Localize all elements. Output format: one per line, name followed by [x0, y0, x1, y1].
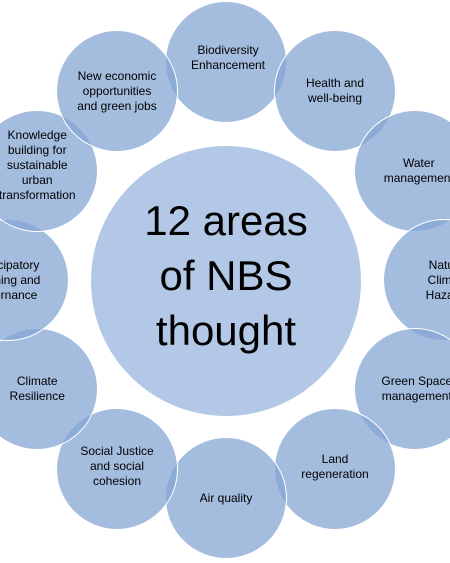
area-label: Knowledge building for sustainable urban…	[0, 127, 76, 202]
area-label: Natural Climate Hazards	[425, 257, 450, 302]
area-label: Air quality	[199, 490, 253, 505]
area-circle	[353, 328, 450, 450]
area-label: Climate Resilience	[9, 374, 65, 403]
area-circle	[0, 328, 99, 450]
area-label: Water management	[383, 156, 450, 185]
area-label: Green Space management	[381, 374, 450, 403]
area-label: Social Justice and social cohesion	[80, 444, 154, 489]
area-circle	[274, 407, 396, 530]
area-circle	[56, 30, 178, 153]
area-label: New economic opportunities and green job…	[77, 68, 157, 113]
area-circle	[165, 437, 287, 559]
area-label: Land regeneration	[301, 451, 369, 481]
area-label: Health and well-being	[305, 76, 365, 106]
area-circle	[353, 110, 450, 232]
center-title: 12 areas of NBS thought	[144, 197, 308, 354]
area-label: Participatory planning and governance	[0, 257, 41, 302]
area-label: Biodiversity Enhancement	[190, 43, 266, 72]
center-circle	[90, 145, 362, 417]
area-circle	[165, 1, 287, 123]
